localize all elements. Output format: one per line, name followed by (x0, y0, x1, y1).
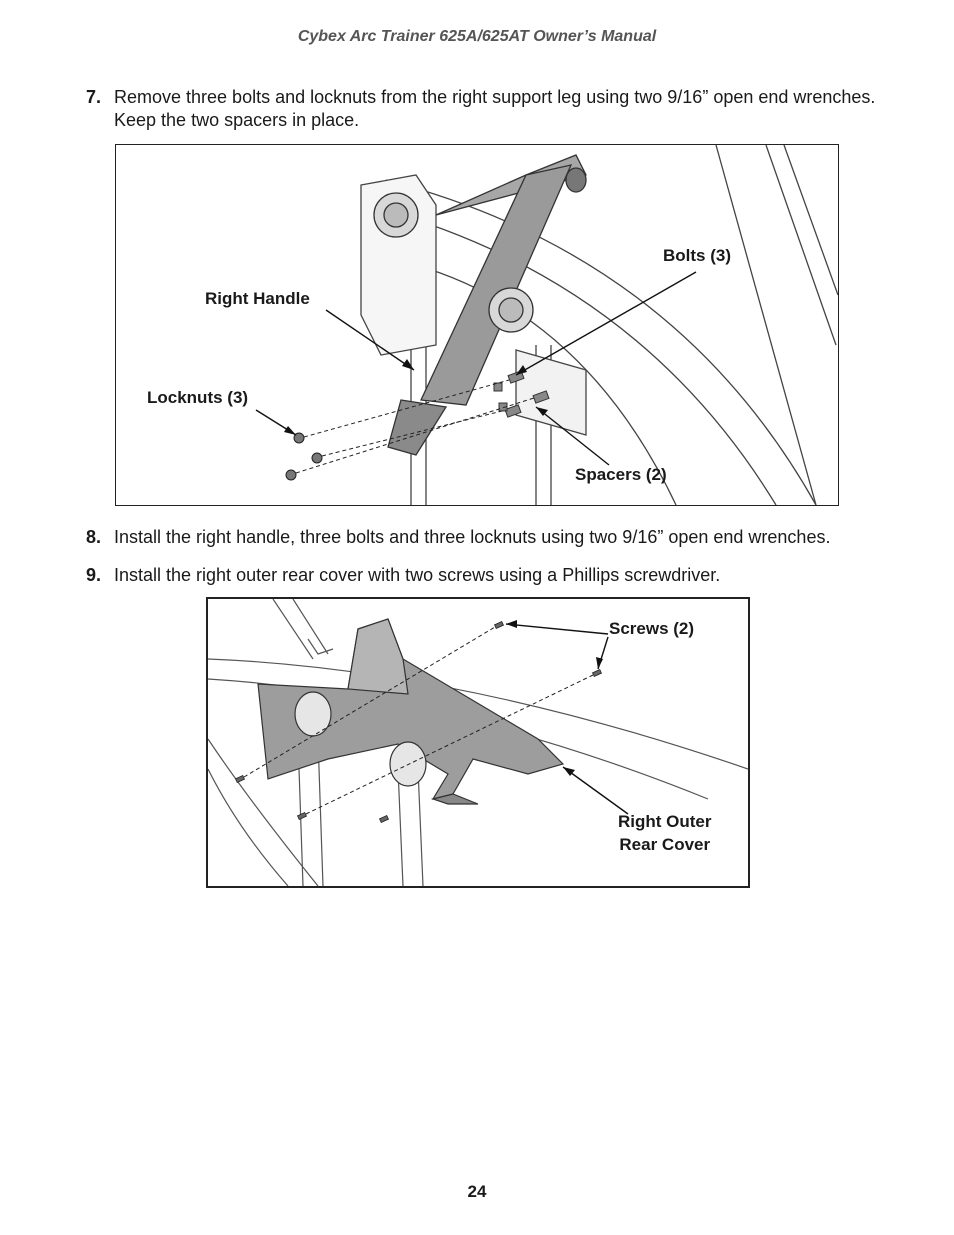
step-number: 8. (86, 527, 102, 547)
step-9: 9. Install the right outer rear cover wi… (86, 564, 876, 587)
figure-rear-cover-install: Screws (2) Right Outer Rear Cover (206, 597, 750, 888)
step-text: Install the right outer rear cover with … (114, 565, 721, 585)
step-8: 8. Install the right handle, three bolts… (86, 526, 876, 549)
label-right-outer-rear-cover: Right Outer Rear Cover (618, 810, 712, 856)
rear-cover-illustration (208, 599, 748, 886)
label-line-2: Rear Cover (619, 835, 711, 854)
label-locknuts: Locknuts (3) (147, 388, 249, 407)
step-text: Remove three bolts and locknuts from the… (114, 87, 876, 130)
label-spacers: Spacers (2) (575, 465, 667, 484)
figure-handle-install: Bolts (3) Right Handle Locknuts (3) Spac… (115, 144, 839, 506)
label-screws: Screws (2) (609, 619, 695, 638)
label-line-1: Right Outer (618, 812, 712, 831)
label-right-handle: Right Handle (205, 289, 310, 308)
page-number: 24 (467, 1182, 487, 1201)
step-number: 9. (86, 565, 102, 585)
step-7: 7. Remove three bolts and locknuts from … (86, 86, 876, 132)
handle-illustration (255, 145, 838, 505)
step-text: Install the right handle, three bolts an… (114, 527, 831, 547)
running-header: Cybex Arc Trainer 625A/625AT Owner’s Man… (297, 28, 657, 45)
label-bolts: Bolts (3) (663, 246, 731, 265)
step-number: 7. (86, 87, 102, 107)
